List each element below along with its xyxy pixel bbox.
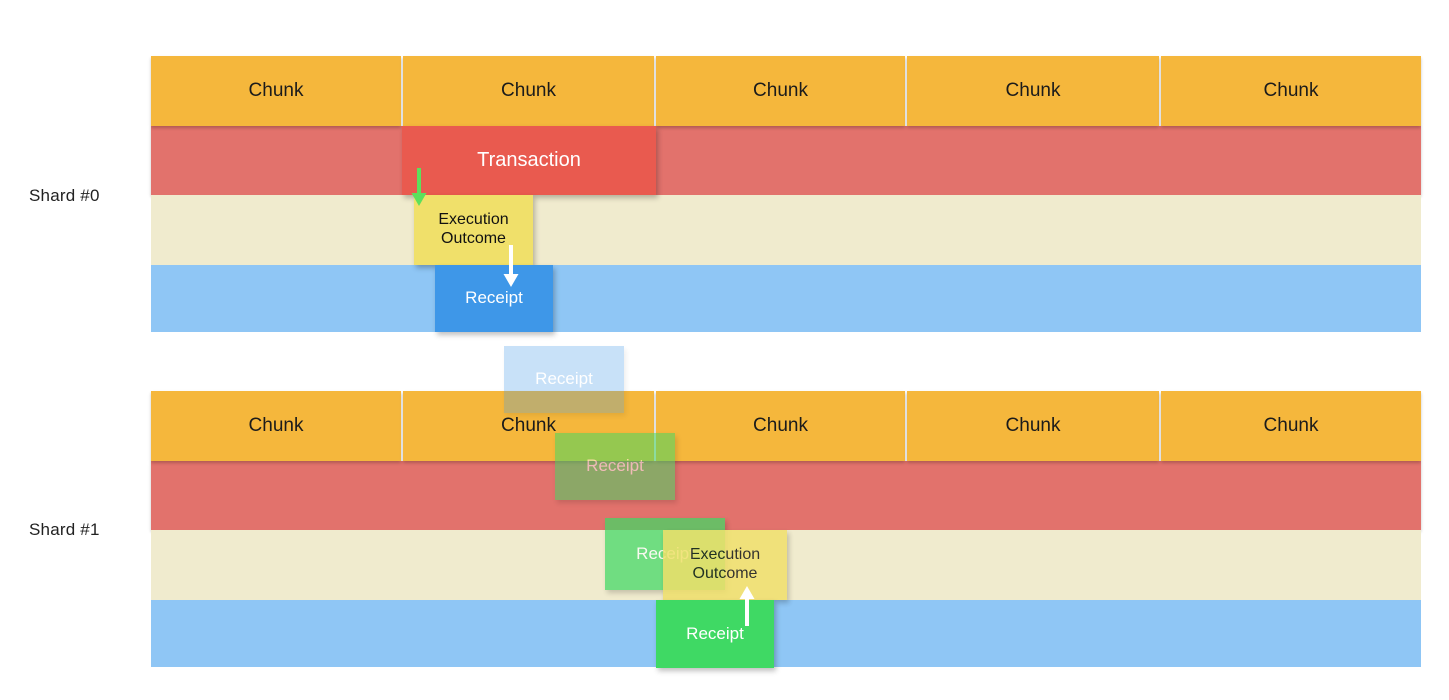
chunk-label: Chunk bbox=[1263, 415, 1319, 436]
shard-0-transaction-box[interactable]: Transaction bbox=[402, 126, 656, 195]
chunk-label: Chunk bbox=[248, 415, 304, 436]
shard-0-receipt-band bbox=[151, 265, 1421, 332]
shard-1-tx-band bbox=[151, 461, 1421, 530]
shard-1-receipt-ghost-1[interactable]: Receipt bbox=[504, 346, 624, 413]
chunk-label: Chunk bbox=[501, 80, 556, 101]
chunk-cell[interactable]: Chunk bbox=[151, 56, 401, 126]
shard-0-transaction-to-outcome-arrow bbox=[409, 168, 429, 206]
receipt-ghost-1-label: Receipt bbox=[535, 369, 593, 389]
chunk-cell[interactable]: Chunk bbox=[656, 391, 905, 461]
shard-1-receipt-to-outcome-arrow bbox=[737, 586, 757, 626]
chunk-label: Chunk bbox=[1005, 80, 1061, 101]
chunk-label: Chunk bbox=[753, 415, 808, 436]
chunk-cell[interactable]: Chunk bbox=[907, 391, 1159, 461]
receipt-ghost-2-label: Receipt bbox=[586, 456, 644, 476]
chunk-cell[interactable]: Chunk bbox=[907, 56, 1159, 126]
chunk-cell[interactable]: Chunk bbox=[1161, 56, 1421, 126]
receipt-box-label: Receipt bbox=[686, 623, 744, 643]
shard-label-1: Shard #1 bbox=[29, 520, 100, 539]
shard-label-0: Shard #0 bbox=[29, 186, 100, 205]
shard-1-receipt-band bbox=[151, 600, 1421, 667]
shard-0-receipt-box[interactable]: Receipt bbox=[435, 265, 553, 332]
shard-0-tx-band bbox=[151, 126, 1421, 195]
chunk-cell[interactable]: Chunk bbox=[151, 391, 401, 461]
shard-0-outcome-to-receipt-arrow bbox=[501, 245, 521, 287]
shard-0-outcome-band bbox=[151, 195, 1421, 265]
chunk-cell[interactable]: Chunk bbox=[656, 56, 905, 126]
receipt-box-label: Receipt bbox=[465, 288, 523, 308]
chunk-label: Chunk bbox=[1005, 415, 1061, 436]
chunk-label: Chunk bbox=[248, 80, 304, 101]
chunk-label: Chunk bbox=[501, 415, 556, 436]
shard-1-receipt-ghost-2[interactable]: Receipt bbox=[555, 433, 675, 500]
chunk-cell[interactable]: Chunk bbox=[1161, 391, 1421, 461]
chunk-cell[interactable]: Chunk bbox=[403, 56, 654, 126]
chunk-label: Chunk bbox=[1263, 80, 1319, 101]
transaction-box-label: Transaction bbox=[477, 148, 581, 171]
chunk-label: Chunk bbox=[753, 80, 808, 101]
